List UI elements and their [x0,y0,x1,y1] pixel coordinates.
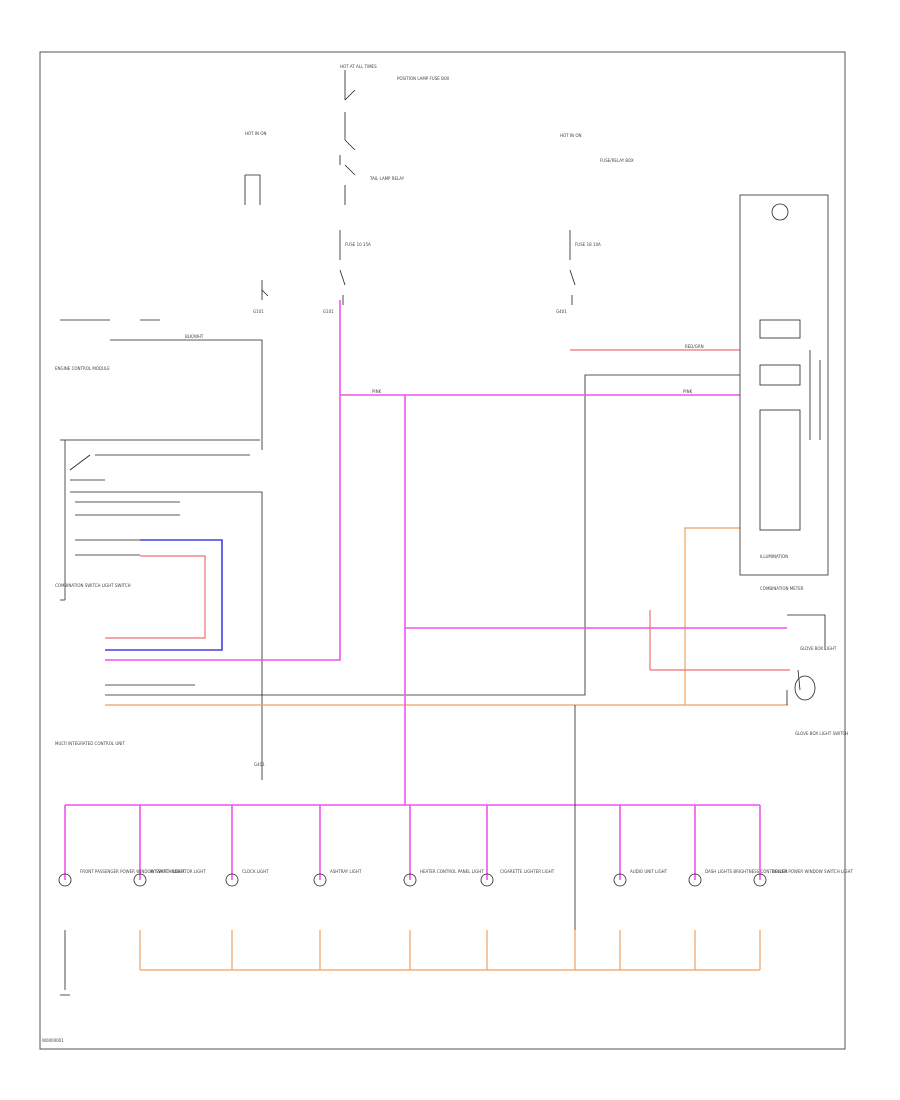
svg-text:DASH LIGHTS BRIGHTNESS CONTROL: DASH LIGHTS BRIGHTNESS CONTROLLER [705,869,788,874]
label-ground-mid: G101 [323,309,334,314]
svg-text:GLOVE BOX LIGHT: GLOVE BOX LIGHT [800,646,837,651]
footer-code: W0000001 [42,1038,64,1043]
label-relay-left: TAIL LAMP RELAY [369,176,405,181]
lamp-audio-unit: AUDIO UNIT LIGHT [613,869,668,887]
svg-text:AUDIO UNIT LIGHT: AUDIO UNIT LIGHT [630,869,668,874]
wire-org-blk-main [105,527,788,706]
svg-text:CLOCK LIGHT: CLOCK LIGHT [242,869,269,874]
lamp-at-shift-indicator: A/T SHIFT INDICATOR LIGHT [133,869,206,887]
label-wire-pink-right: PINK [683,389,693,394]
label-ground-right: G401 [556,309,567,314]
wire-ecm-feed [60,319,263,450]
label-hot-in-on-right: HOT IN ON [560,133,581,138]
lamp-heater-control: HEATER CONTROL PANEL LIGHT [403,869,484,887]
svg-text:FRONT PASSENGER POWER WINDOW S: FRONT PASSENGER POWER WINDOW SWITCH LIGH… [80,869,185,874]
lamp-dash-brightness: DASH LIGHTS BRIGHTNESS CONTROLLER [688,869,788,887]
wire-pink-feed [105,300,787,805]
wire-red [105,555,206,639]
label-hot-in-on-left: HOT IN ON [245,131,266,136]
label-wire-red-grn: RED/GRN [685,344,704,349]
label-wire-pink-top: PINK [372,389,382,394]
wire-blue [105,539,223,651]
label-fuse-right: FUSE 18 10A [575,242,601,247]
lamp-front-passenger-window: FRONT PASSENGER POWER WINDOW SWITCH LIGH… [58,869,185,887]
label-hot-all: HOT AT ALL TIMES [340,64,377,69]
svg-text:DRIVER POWER WINDOW SWITCH LIG: DRIVER POWER WINDOW SWITCH LIGHT [772,869,854,874]
wire-red-meter [570,349,790,671]
svg-text:COMBINATION METER: COMBINATION METER [760,586,804,591]
lamp-cigarette-lighter: CIGARETTE LIGHTER LIGHT [480,869,555,887]
svg-text:CIGARETTE LIGHTER LIGHT: CIGARETTE LIGHTER LIGHT [500,869,555,874]
ground-left-lamp [60,930,70,996]
label-fuse-left: FUSE 10 15A [345,242,371,247]
label-ecm: ENGINE CONTROL MODULE [55,366,110,371]
relay-symbols [244,70,576,305]
combination-switch: COMBINATION SWITCH LIGHT SWITCH [55,439,263,780]
svg-text:COMBINATION SWITCH LIGHT SWITC: COMBINATION SWITCH LIGHT SWITCH [55,583,131,588]
label-ground-left: G101 [253,309,264,314]
svg-text:GLOVE BOX LIGHT SWITCH: GLOVE BOX LIGHT SWITCH [795,731,848,736]
combination-meter: COMBINATION METER ILLUMINATION [739,194,829,591]
label-wire-blk-wht: BLK/WHT [185,334,204,339]
svg-text:HEATER CONTROL PANEL LIGHT: HEATER CONTROL PANEL LIGHT [420,869,484,874]
wire-grn [105,374,740,696]
lamp-driver-window: DRIVER POWER WINDOW SWITCH LIGHT [753,869,854,887]
label-relay-text: FUSE/RELAY BOX [600,158,634,163]
lamp-clock: CLOCK LIGHT [225,869,269,887]
wire-orange-bus [139,930,761,971]
label-ground-bottom: G401 [254,762,265,767]
svg-text:ILLUMINATION: ILLUMINATION [760,554,788,559]
label-dimmer-unit: MULTI INTEGRATED CONTROL UNIT [55,741,125,746]
lamp-ashtray: ASHTRAY LIGHT [313,869,362,887]
wire-pink-bus [64,804,761,880]
svg-text:A/T SHIFT INDICATOR LIGHT: A/T SHIFT INDICATOR LIGHT [150,869,206,874]
label-fuse-box: POSITION LAMP FUSE BOX [397,76,450,81]
glove-box-light: GLOVE BOX LIGHT GLOVE BOX LIGHT SWITCH [786,614,848,736]
svg-text:ASHTRAY LIGHT: ASHTRAY LIGHT [330,869,362,874]
diagram-frame [39,51,846,1050]
